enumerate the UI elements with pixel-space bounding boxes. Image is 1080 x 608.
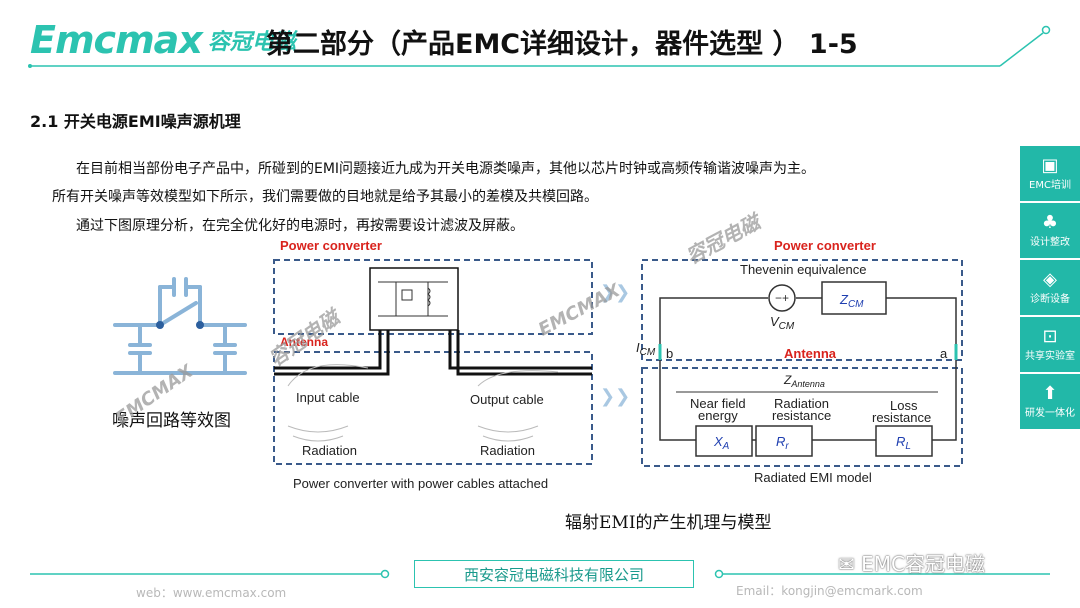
pc-label-right: Power converter — [774, 238, 876, 253]
section-heading: 2.1 开关电源EMI噪声源机理 — [30, 112, 241, 131]
sidebar-item-label: 共享实验室 — [1025, 351, 1075, 362]
lab-icon: ⊡ — [1042, 326, 1058, 347]
arrow-up-icon: ⬆ — [1042, 383, 1058, 404]
paragraph-1: 在目前相当部份电子产品中，所碰到的EMI问题接近九成为开关电源类噪声，其他以芯片… — [76, 161, 816, 177]
header-rule — [28, 25, 1051, 68]
rr-symbol: Rr — [776, 434, 789, 452]
noise-loop-diagram — [113, 277, 247, 375]
device-icon: ◈ — [1043, 269, 1057, 290]
footer-email: Email：kongjin@emcmark.com — [736, 584, 923, 598]
brand-logo: Emcmax 容冠电磁 — [30, 18, 296, 62]
sidebar-item-lab[interactable]: ⊡ 共享实验室 — [1020, 317, 1080, 372]
icm-symbol: ICM — [636, 340, 656, 358]
nodes-icon: ♣ — [1041, 212, 1059, 233]
sidebar-item-emc-training[interactable]: ▣ EMC培训 — [1020, 146, 1080, 201]
thevenin-label: Thevenin equivalence — [740, 262, 866, 277]
logo-text: Emcmax — [30, 18, 203, 62]
footer-rule — [30, 569, 1050, 579]
paragraph-2: 所有开关噪声等效模型如下所示，我们需要做的目地就是给予其最小的差模及共模回路。 — [52, 189, 598, 205]
zantenna-symbol: ZAntenna — [783, 373, 825, 389]
sidebar-item-label: 诊断设备 — [1030, 294, 1070, 305]
wechat-text: EMC容冠电磁 — [861, 552, 985, 576]
xa-symbol: XA — [713, 434, 730, 452]
source-plus-minus: −+ — [775, 291, 789, 305]
noise-loop-caption: 噪声回路等效图 — [112, 411, 231, 431]
node-b: b — [666, 346, 673, 361]
radiation-left-label: Radiation — [302, 443, 357, 458]
node-a: a — [940, 346, 948, 361]
company-name: 西安容冠电磁科技有限公司 — [414, 560, 694, 588]
sidebar-item-label: EMC培训 — [1029, 180, 1071, 191]
arrow-right-icon: ❯❯ — [600, 282, 631, 303]
power-converter-diagram: Power converter Antenna Input cable Outp… — [273, 238, 593, 491]
arrow-right-icon: ❯❯ — [600, 386, 631, 407]
wechat-watermark: ✉ EMC容冠电磁 — [838, 548, 985, 577]
antenna-label-right: Antenna — [784, 346, 837, 361]
sidebar-item-design[interactable]: ♣ 设计整改 — [1020, 203, 1080, 258]
logo-cn-text: 容冠电磁 — [207, 30, 296, 55]
rl-symbol: RL — [896, 434, 911, 452]
antenna-label: Antenna — [280, 335, 328, 349]
monitor-icon: ▣ — [1041, 155, 1059, 176]
radiated-emi-model: Power converter Thevenin equivalence −+ … — [636, 238, 963, 485]
sidebar-item-rnd[interactable]: ⬆ 研发一体化 — [1020, 374, 1080, 429]
pc-label: Power converter — [280, 238, 382, 253]
page-title: 第二部分（产品EMC详细设计，器件选型 ） 1-5 — [266, 29, 858, 60]
pc-caption: Power converter with power cables attach… — [293, 476, 548, 491]
vcm-symbol: VCM — [770, 314, 795, 332]
output-cable-label: Output cable — [470, 392, 544, 407]
wechat-icon: ✉ — [838, 552, 855, 576]
emi-model-caption: Radiated EMI model — [754, 470, 872, 485]
input-cable-label: Input cable — [296, 390, 360, 405]
sidebar-item-label: 设计整改 — [1030, 237, 1070, 248]
zcm-symbol: ZCM — [839, 292, 864, 310]
sidebar-item-diagnosis[interactable]: ◈ 诊断设备 — [1020, 260, 1080, 315]
sidebar-item-label: 研发一体化 — [1025, 408, 1075, 419]
footer-web: web：www.emcmax.com — [136, 586, 287, 600]
figure-caption: 辐射EMI的产生机理与模型 — [565, 513, 772, 533]
radiation-right-label: Radiation — [480, 443, 535, 458]
sidebar: ▣ EMC培训 ♣ 设计整改 ◈ 诊断设备 ⊡ 共享实验室 ⬆ 研发一体化 — [1020, 146, 1080, 431]
paragraph-3: 通过下图原理分析，在完全优化好的电源时，再按需要设计滤波及屏蔽。 — [76, 218, 524, 234]
